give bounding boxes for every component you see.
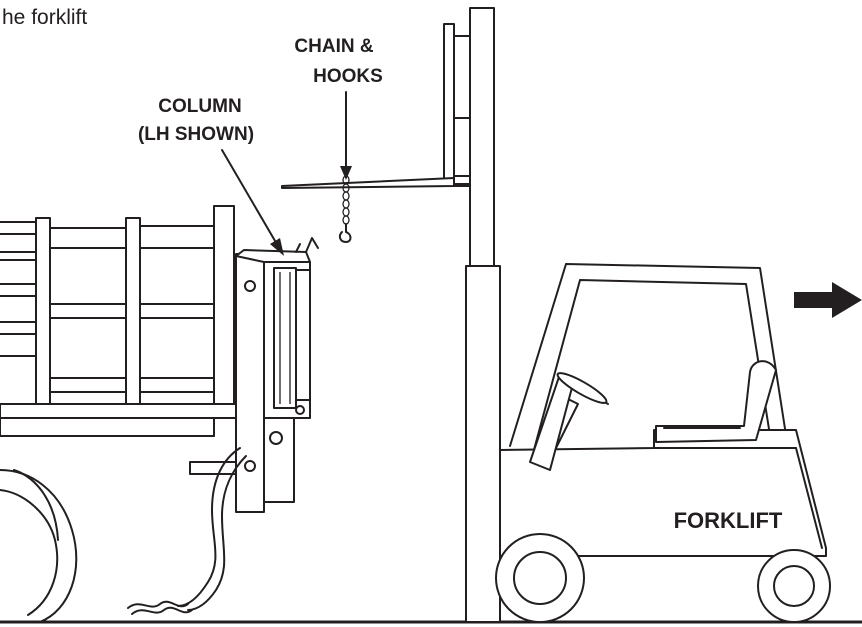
column-leader-line	[221, 149, 284, 256]
forklift-seat	[655, 360, 777, 443]
forklift-label: FORKLIFT	[674, 508, 783, 533]
forklift-forks	[281, 175, 471, 189]
truck-wheel	[0, 469, 78, 623]
chain-label-line1: CHAIN &	[294, 36, 373, 57]
forklift-steering	[529, 372, 609, 471]
chain-leader-line	[340, 91, 352, 180]
liftgate-column	[127, 237, 319, 615]
truck-rack	[0, 205, 235, 405]
forklift	[281, 7, 831, 623]
right-arrow-icon	[794, 282, 862, 318]
chain-label-line2: HOOKS	[313, 66, 383, 87]
caption-text: he forklift	[2, 6, 87, 29]
column-label-line1: COLUMN	[158, 96, 241, 117]
forklift-front-wheel	[495, 533, 585, 623]
truck-bed	[0, 403, 243, 475]
forklift-mast	[443, 7, 501, 623]
truck	[0, 205, 243, 623]
column-label-line2: (LH SHOWN)	[138, 124, 254, 145]
chain-and-hooks	[338, 175, 352, 243]
forklift-rear-wheel	[757, 549, 831, 623]
